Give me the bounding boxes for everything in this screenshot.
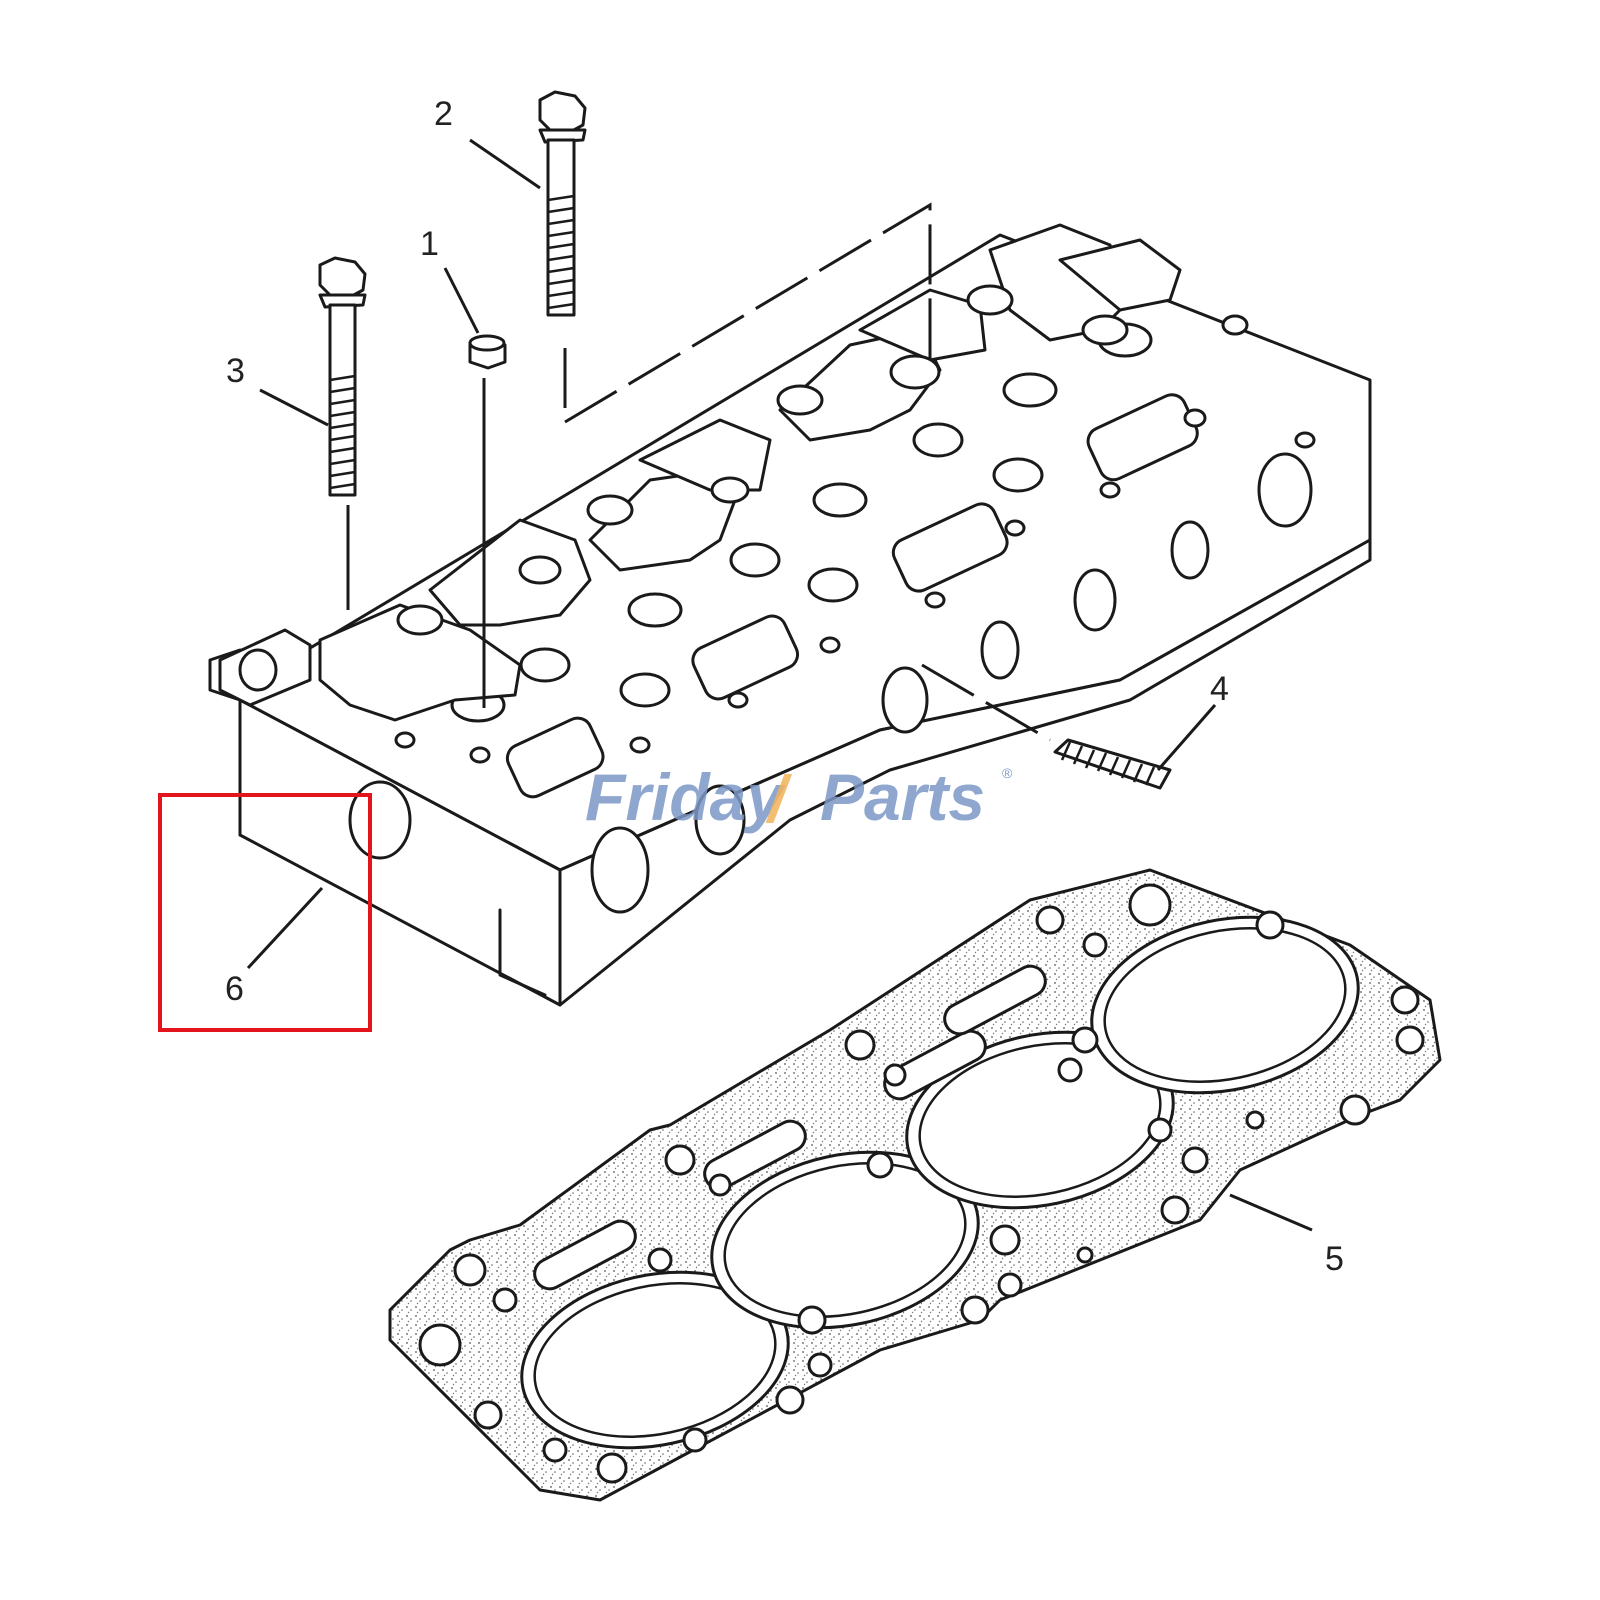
- watermark-registered-mark: ®: [1002, 765, 1013, 781]
- callout-3: 3: [226, 352, 245, 390]
- fridayparts-watermark-logo: Friday / Parts ®: [585, 760, 1013, 836]
- callout-6: 6: [225, 970, 244, 1008]
- callout-4: 4: [1210, 670, 1229, 708]
- bolt-2: [538, 90, 587, 317]
- gasket-holes: [418, 883, 1425, 1484]
- stud-4: [1053, 738, 1172, 790]
- leader-lines: [246, 138, 1313, 1232]
- callout-2: 2: [434, 95, 453, 133]
- highlight-box: [158, 793, 372, 1032]
- callout-5: 5: [1325, 1240, 1344, 1278]
- rocker-bridges: [318, 223, 1182, 722]
- watermark-text-friday: Friday: [585, 760, 786, 834]
- callout-1: 1: [420, 225, 439, 263]
- watermark-text-parts: Parts: [820, 760, 985, 834]
- bolt-3: [318, 256, 367, 497]
- head-gasket-5: [388, 868, 1442, 1502]
- cylinder-head: [208, 223, 1372, 1007]
- plug-1: [468, 334, 507, 370]
